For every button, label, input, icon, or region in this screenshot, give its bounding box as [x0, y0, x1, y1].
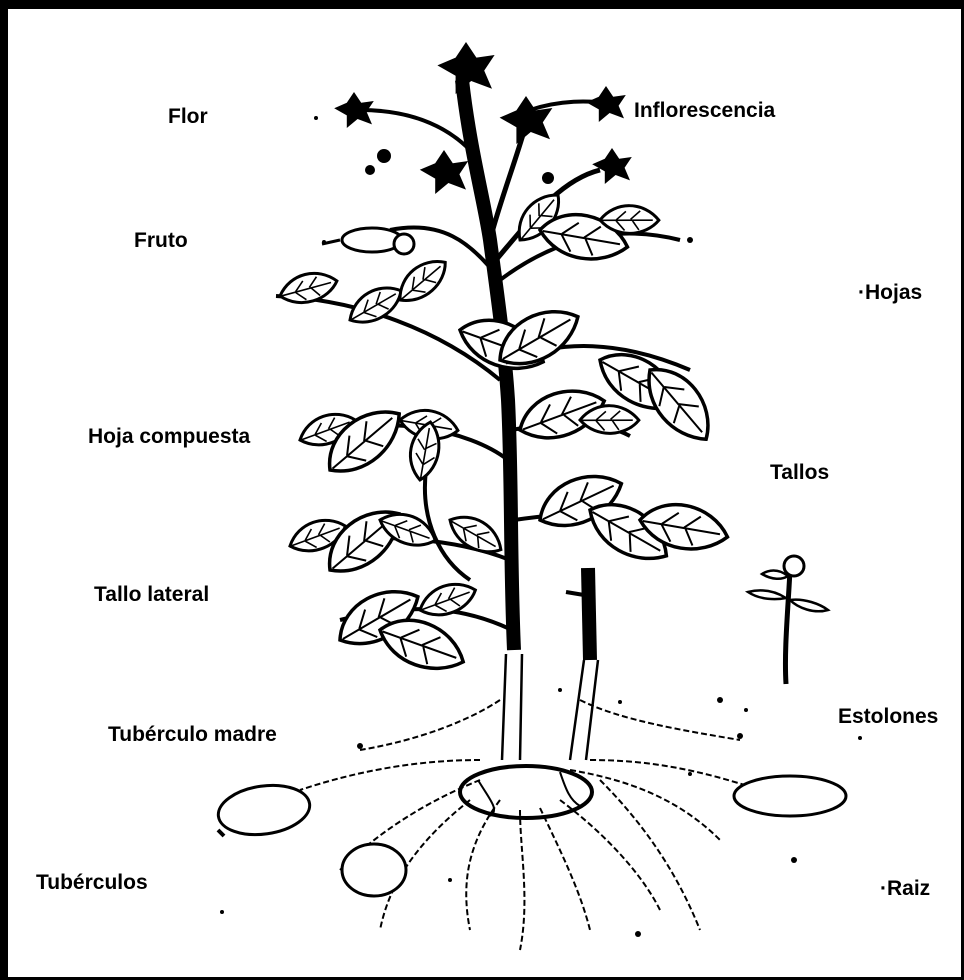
label-flor: Flor: [168, 106, 208, 127]
label-hoja-compuesta: Hoja compuesta: [88, 426, 250, 447]
roots: [300, 700, 760, 950]
fruit: [322, 228, 414, 254]
label-fruto: Fruto: [134, 230, 188, 251]
label-tallo-lateral: Tallo lateral: [94, 584, 209, 605]
second-stem: [566, 568, 590, 660]
label-tuberculo-madre: Tubérculo madre: [108, 724, 277, 745]
label-hojas: ·Hojas: [858, 282, 922, 303]
label-tallos: Tallos: [770, 462, 829, 483]
mother-tuber: [460, 766, 592, 818]
label-tuberculos: Tubérculos: [36, 872, 148, 893]
label-inflorescencia: Inflorescencia: [634, 100, 775, 121]
label-raiz: ·Raiz: [880, 878, 930, 899]
main-stem: [360, 80, 610, 650]
label-estolones: Estolones: [838, 706, 938, 727]
stem-bases: [502, 654, 598, 760]
sprout: [748, 556, 828, 684]
